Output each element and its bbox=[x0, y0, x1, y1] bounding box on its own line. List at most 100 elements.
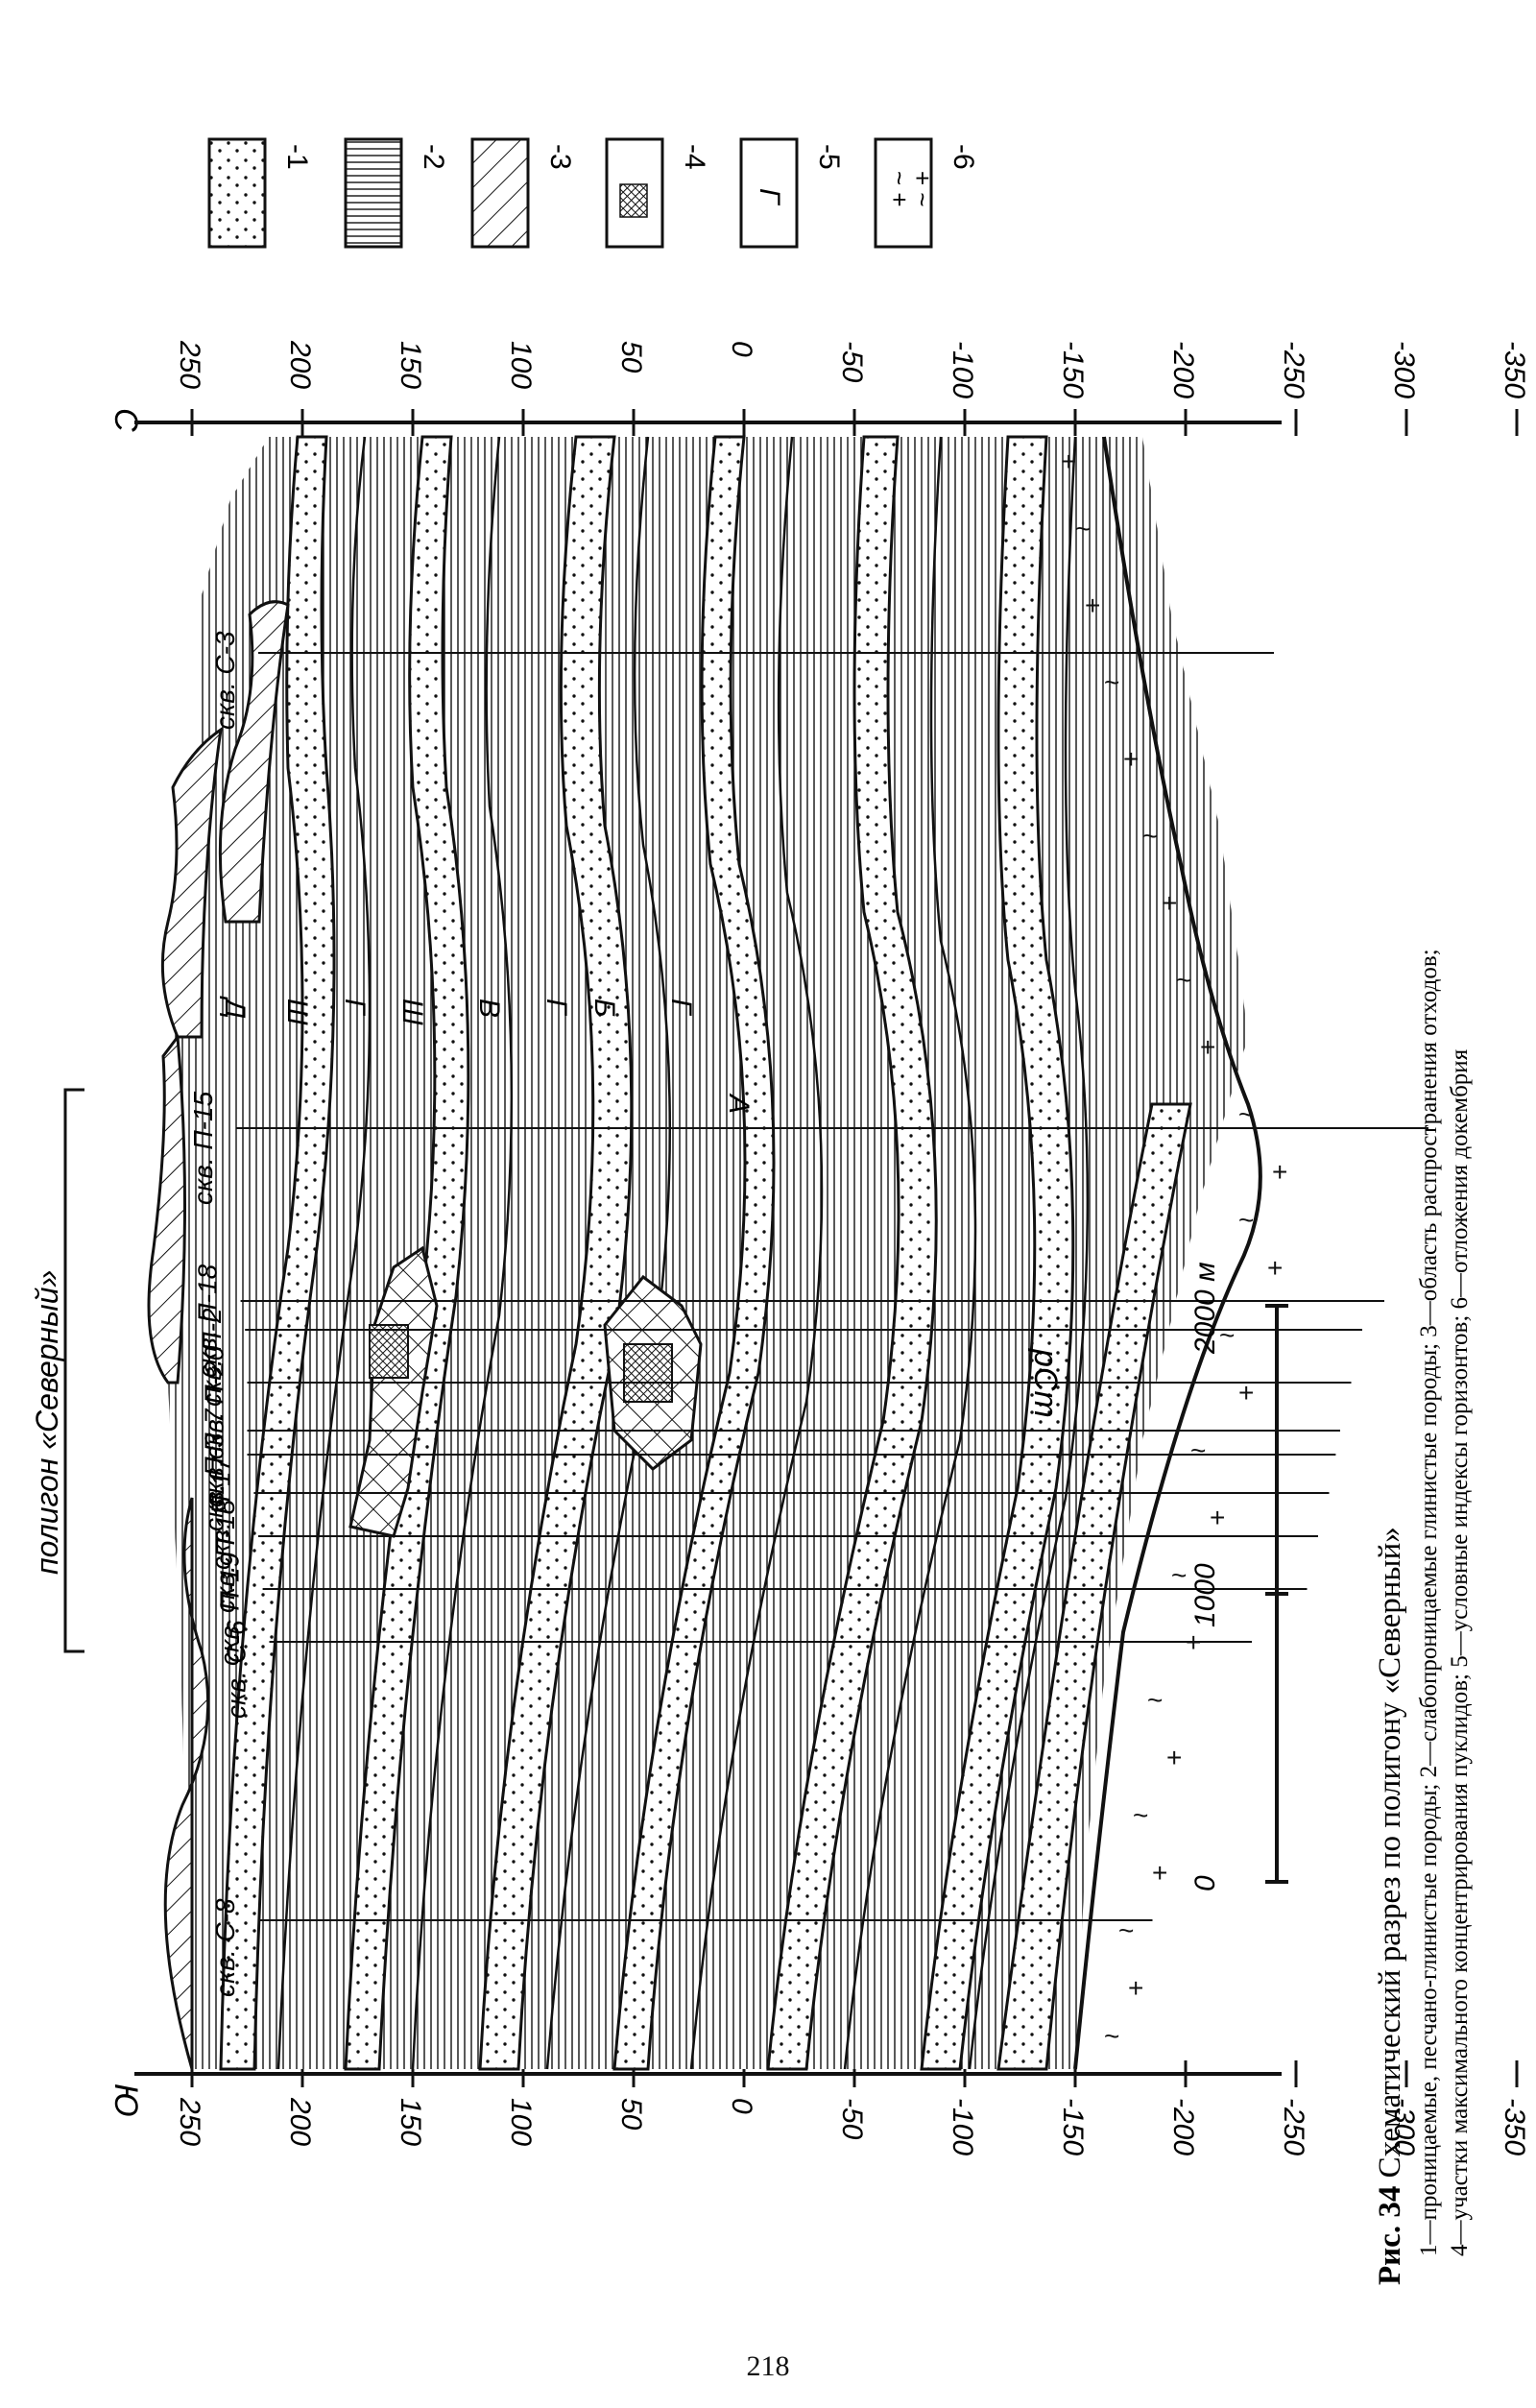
sand-bands bbox=[219, 435, 1192, 2071]
horizon-label-7: Б bbox=[588, 999, 620, 1018]
svg-text:Рис. 34 Схематический разрез п: Рис. 34 Схематический разрез по полигону… bbox=[1373, 1527, 1407, 2285]
svg-text:~: ~ bbox=[1075, 514, 1091, 543]
svg-text:~: ~ bbox=[1118, 1915, 1134, 1945]
legend-symbol-5: Г bbox=[754, 188, 785, 206]
legend: -1 -2 -3 -4 Г -5 ~ + + ~ -6 bbox=[207, 137, 979, 249]
right-elevation-tick-label: -250 bbox=[1278, 341, 1309, 398]
right-elevation-tick-label: 200 bbox=[284, 340, 316, 389]
left-elevation-tick-label: -350 bbox=[1499, 2098, 1530, 2155]
well-label: скв. П-17 bbox=[205, 1455, 235, 1570]
horizon-label-1: Д bbox=[219, 996, 251, 1019]
legend-symbol-6a: ~ + bbox=[885, 171, 914, 207]
horizon-label-6: Г bbox=[540, 999, 572, 1017]
legend-item-6: ~ + + ~ -6 bbox=[874, 137, 979, 249]
scale-bar: 0 1000 2000 м bbox=[1189, 1262, 1288, 1891]
svg-text:~: ~ bbox=[1190, 1435, 1206, 1465]
horizon-label-3: Г bbox=[339, 999, 371, 1017]
sand-band-1 bbox=[219, 435, 336, 2071]
direction-south-label: Ю bbox=[108, 2083, 144, 2117]
svg-text:+: + bbox=[1267, 1253, 1283, 1283]
geological-section: ~+~ +~+ ~+~ +~+ ~+~ +~+ ~+~ +~+ ~+ pCm bbox=[147, 435, 1428, 2071]
legend-item-1: -1 bbox=[207, 137, 313, 249]
horizon-label-9: А bbox=[723, 1093, 755, 1114]
svg-text:~: ~ bbox=[1147, 1685, 1163, 1715]
left-elevation-tick-label: 200 bbox=[284, 2097, 316, 2146]
concentration-core-upper bbox=[369, 1324, 409, 1379]
waste-area-4 bbox=[218, 600, 290, 924]
horizon-label-5: В bbox=[473, 999, 505, 1018]
horizon-labels: Д Ш Г Ш В Г Б Г А bbox=[219, 996, 755, 1114]
well-label: скв. П-18 bbox=[193, 1264, 223, 1378]
legend-symbol-6b: + ~ bbox=[908, 171, 937, 207]
page-number: 218 bbox=[746, 2350, 790, 2382]
svg-text:+: + bbox=[1166, 1743, 1182, 1772]
legend-item-4: -4 bbox=[605, 137, 710, 249]
layer-boundaries bbox=[276, 436, 1090, 2070]
svg-text:~: ~ bbox=[1104, 667, 1119, 697]
left-elevation-tick-label: 100 bbox=[505, 2098, 537, 2146]
scale-label-0: 0 bbox=[1189, 1875, 1221, 1891]
well-label: скв. С-6 bbox=[222, 1620, 252, 1719]
caption-figure-number: Рис. 34 bbox=[1373, 2186, 1407, 2285]
well-label: скв. П-2 bbox=[197, 1308, 227, 1407]
svg-text:~: ~ bbox=[1133, 1800, 1148, 1830]
waste-area-3 bbox=[160, 726, 223, 1039]
precambrian-symbols: ~+~ +~+ ~+~ +~+ ~+~ +~+ ~+~ +~+ ~+ bbox=[1061, 446, 1287, 2051]
right-elevation-tick-label: -300 bbox=[1388, 341, 1420, 398]
left-elevation-tick-label: -200 bbox=[1167, 2098, 1199, 2155]
svg-text:~: ~ bbox=[1219, 1320, 1235, 1350]
polygon-label: полигон «Северный» bbox=[30, 1270, 64, 1575]
svg-text:+: + bbox=[1123, 744, 1139, 774]
left-elevation-tick-label: 0 bbox=[726, 2098, 757, 2114]
left-elevation-tick-label: -50 bbox=[836, 2098, 868, 2140]
left-elevation-tick-label: -250 bbox=[1278, 2098, 1309, 2155]
svg-text:+: + bbox=[1272, 1157, 1287, 1187]
right-elevation-tick-label: 0 bbox=[726, 341, 757, 357]
sand-band-4 bbox=[612, 435, 776, 2071]
scale-label-2000: 2000 м bbox=[1189, 1262, 1221, 1355]
well-label: скв. П-20 bbox=[200, 1345, 229, 1459]
well-label: скв. П-15 bbox=[188, 1091, 218, 1205]
svg-text:+: + bbox=[1210, 1503, 1225, 1532]
right-elevation-tick-label: 150 bbox=[395, 341, 426, 389]
caption-legend-line-1: 1—проницаемые, песчано-глинистые породы;… bbox=[1416, 949, 1442, 2256]
legend-number-5: -5 bbox=[813, 144, 845, 170]
waste-area-2 bbox=[147, 1032, 186, 1385]
scale-label-1000: 1000 bbox=[1189, 1563, 1221, 1627]
legend-number-3: -3 bbox=[544, 144, 576, 170]
legend-item-3: -3 bbox=[470, 137, 576, 249]
left-elevation-tick-label: 150 bbox=[395, 2098, 426, 2146]
waste-area-1 bbox=[163, 1497, 210, 2070]
legend-number-2: -2 bbox=[418, 144, 449, 170]
right-elevation-tick-label: 100 bbox=[505, 341, 537, 389]
figure-caption: Рис. 34 Схематический разрез по полигону… bbox=[1373, 949, 1473, 2285]
well-label: скв. П-7 bbox=[200, 1408, 229, 1507]
svg-text:~: ~ bbox=[1104, 2021, 1119, 2051]
svg-text:+: + bbox=[1128, 1973, 1143, 2003]
right-elevation-tick-label: 250 bbox=[174, 340, 205, 389]
svg-text:+: + bbox=[1061, 446, 1076, 476]
well-label: скв. П-3 bbox=[200, 1433, 229, 1531]
svg-text:~: ~ bbox=[1142, 821, 1158, 851]
precambrian-boundary bbox=[1073, 436, 1262, 2070]
caption-legend-line-2: 4—участки максимального концентрирования… bbox=[1447, 1048, 1473, 2256]
horizon-label-4: Ш bbox=[396, 999, 428, 1025]
svg-text:+: + bbox=[1238, 1378, 1254, 1408]
right-elevation-tick-label: -100 bbox=[947, 341, 978, 398]
legend-number-4: -4 bbox=[679, 144, 710, 170]
waste-areas bbox=[147, 600, 290, 2070]
svg-text:+: + bbox=[1085, 590, 1100, 620]
sand-band-lower bbox=[996, 1102, 1192, 2071]
left-elevation-tick-label: 250 bbox=[174, 2097, 205, 2146]
caption-title: Схематический разрез по полигону «Северн… bbox=[1373, 1527, 1407, 2185]
svg-text:+: + bbox=[1162, 888, 1177, 918]
right-elevation-tick-label: 50 bbox=[615, 341, 647, 373]
horizon-label-8: Г bbox=[665, 999, 697, 1017]
legend-number-1: -1 bbox=[281, 144, 313, 170]
right-elevation-tick-label: -350 bbox=[1499, 341, 1530, 398]
concentration-core-lower bbox=[623, 1343, 673, 1403]
left-elevation-tick-label: -150 bbox=[1057, 2098, 1089, 2155]
direction-north-label: С bbox=[108, 408, 144, 432]
